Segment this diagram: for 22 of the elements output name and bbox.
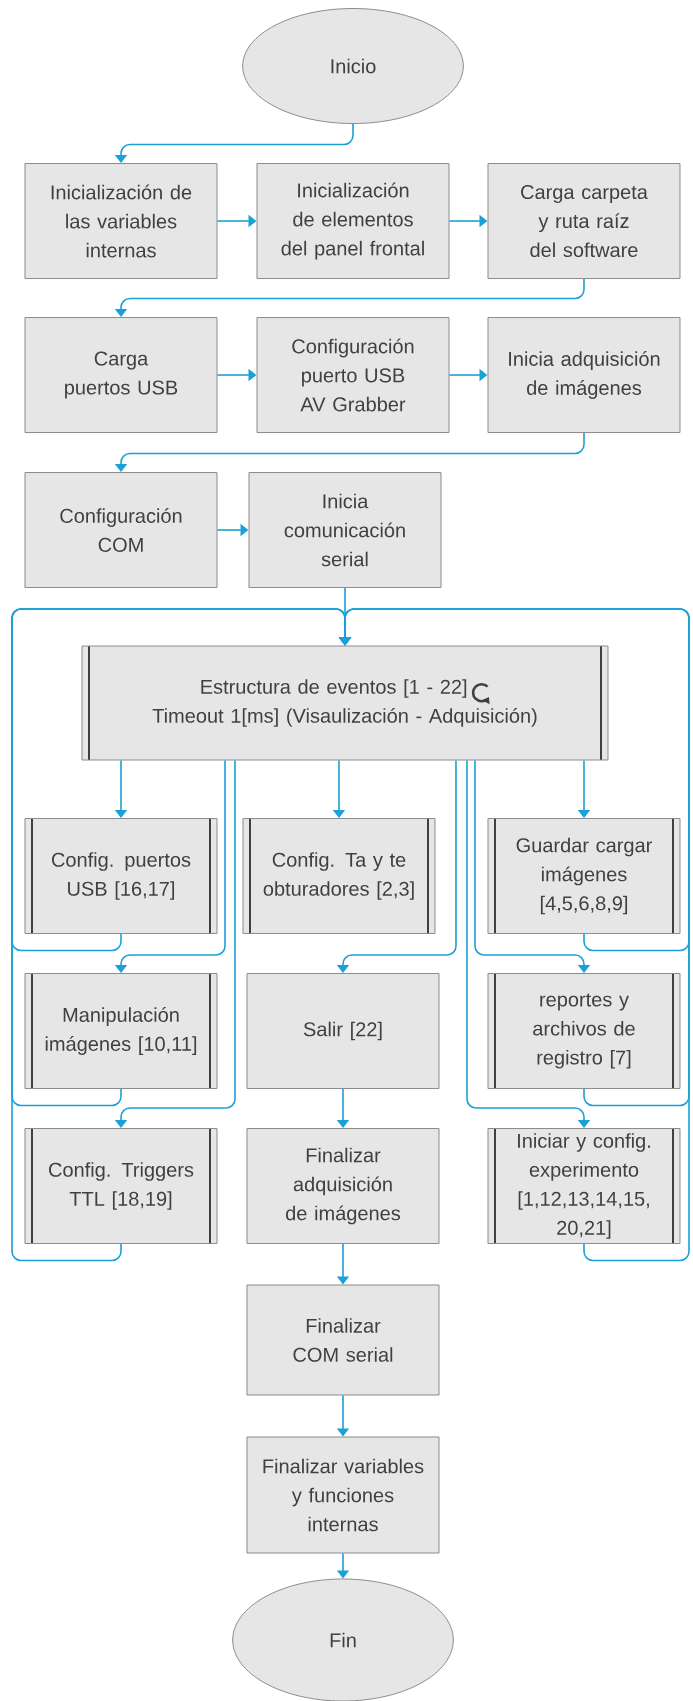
arrow [474,759,591,973]
process-box: Salir [22] [246,973,440,1089]
process-box: Configuración puerto USB AV Grabber [256,317,450,433]
subprocess-box: Manipulación imágenes [10,11] [24,973,218,1089]
process-box: Carga carpeta y ruta raíz del software [487,163,681,279]
subprocess-box: Config. Ta y te obturadores [2,3] [242,818,436,934]
process-box: Finalizar adquisición de imágenes [246,1128,440,1244]
process-box: Configuración COM [24,472,218,588]
process-box: Finalizar COM serial [246,1284,440,1396]
process-box: Inicialización de las variables internas [24,163,218,279]
subprocess-box: Config. Triggers TTL [18,19] [24,1128,218,1244]
arrow [466,759,591,1128]
process-box: Finalizar variables y funciones internas [246,1436,440,1554]
process-box: Inicia comunicación serial [248,472,442,588]
subprocess-box: Iniciar y config. experimento [1,12,13,14,15, 20,21] [487,1128,681,1244]
process-box: Inicia adquisición de imágenes [487,317,681,433]
subprocess-box: reportes y archivos de registro [7] [487,973,681,1089]
subprocess-box: Config. puertos USB [16,17] [24,818,218,934]
subprocess-box: Estructura de eventos [1 - 22] Timeout 1[ms] (Visaulización - Adquisición) [81,645,609,761]
subprocess-box: Guardar cargar imágenes [4,5,6,8,9] [487,818,681,934]
process-box: Inicialización de elementos del panel frontal [256,163,450,279]
process-box: Carga puertos USB [24,317,218,433]
